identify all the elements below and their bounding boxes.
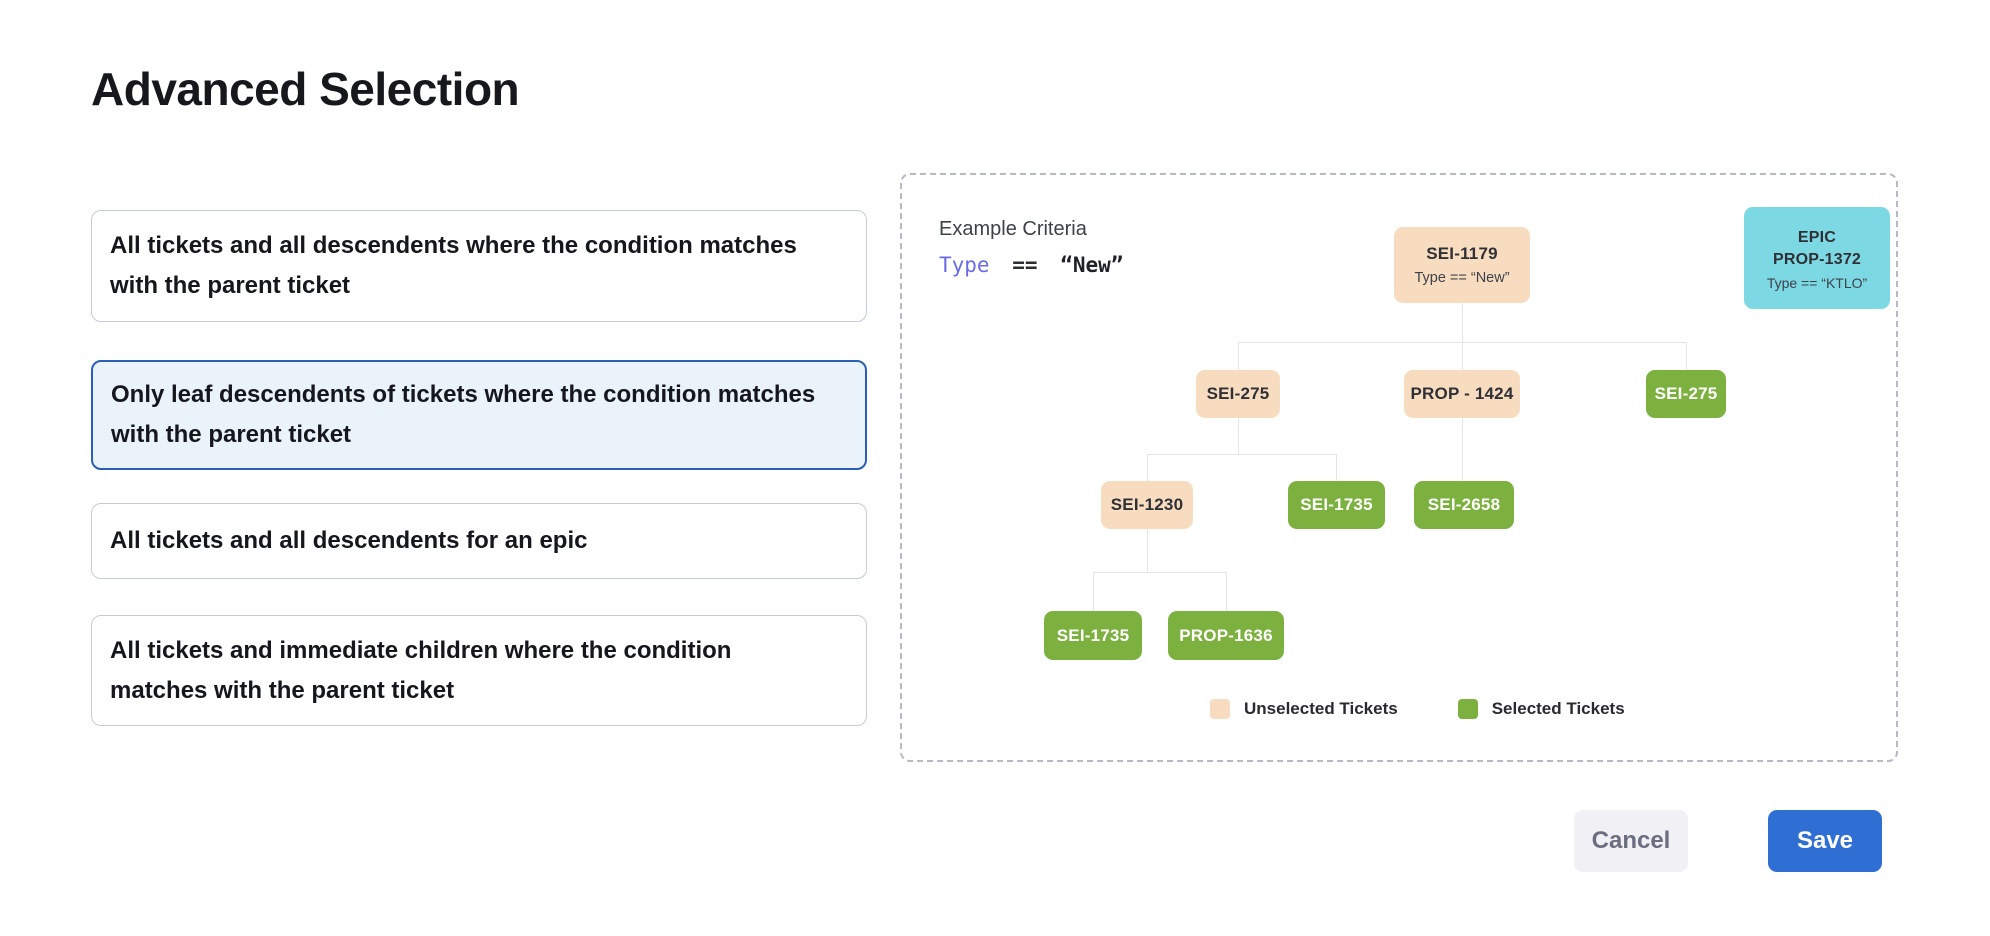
cancel-button[interactable]: Cancel [1574, 810, 1688, 872]
ticket-condition: Type == “New” [1414, 270, 1510, 286]
ticket-node-selected: SEI-1735 [1288, 481, 1385, 529]
option-label: All tickets and all descendents where th… [110, 232, 797, 299]
epic-ticket-id: PROP-1372 [1772, 251, 1862, 268]
connector-line [1462, 342, 1463, 370]
connector-line [1238, 342, 1239, 370]
connector-line [1462, 303, 1463, 343]
connector-line [1238, 418, 1239, 454]
ticket-node-root: SEI-1179 Type == “New” [1394, 227, 1530, 303]
legend-item-selected: Selected Tickets [1457, 699, 1625, 719]
connector-line [1093, 572, 1226, 573]
selected-swatch-icon [1457, 699, 1478, 719]
ticket-id: SEI-1179 [1426, 244, 1498, 263]
connector-line [1147, 454, 1336, 455]
connector-line [1093, 572, 1094, 611]
option-label: Only leaf descendents of tickets where t… [111, 381, 816, 448]
epic-card: EPIC PROP-1372 Type == “KTLO” [1744, 207, 1890, 309]
ticket-id: SEI-275 [1206, 384, 1270, 403]
connector-line [1147, 454, 1148, 481]
unselected-swatch-icon [1210, 699, 1230, 719]
epic-condition: Type == “KTLO” [1766, 275, 1868, 291]
ticket-node-unselected: SEI-1230 [1101, 481, 1193, 529]
save-button[interactable]: Save [1768, 810, 1882, 872]
ticket-id: SEI-1230 [1110, 495, 1184, 514]
ticket-node-selected: PROP-1636 [1168, 611, 1284, 660]
page-title: Advanced Selection [91, 63, 520, 115]
legend: Unselected Tickets Selected Tickets [1210, 699, 1625, 719]
ticket-id: SEI-275 [1654, 384, 1718, 403]
option-card-epic-descendents[interactable]: All tickets and all descendents for an e… [91, 503, 867, 579]
option-card-immediate-children[interactable]: All tickets and immediate children where… [91, 615, 867, 726]
ticket-id: PROP - 1424 [1410, 384, 1514, 403]
option-card-all-descendents[interactable]: All tickets and all descendents where th… [91, 210, 867, 322]
connector-line [1336, 454, 1337, 481]
criteria-field: Type [939, 253, 990, 277]
example-diagram-panel: Example Criteria Type == “New” SEI-1179 … [900, 173, 1898, 762]
ticket-node-selected: SEI-2658 [1414, 481, 1514, 529]
ticket-node-unselected: SEI-275 [1196, 370, 1280, 418]
option-label: All tickets and all descendents for an e… [110, 527, 588, 554]
epic-label: EPIC [1797, 229, 1837, 246]
criteria-value: “New” [1060, 253, 1124, 277]
example-criteria-title: Example Criteria [939, 218, 1087, 240]
criteria-operator: == [1012, 253, 1038, 277]
example-criteria-expression: Type == “New” [939, 253, 1123, 277]
legend-label: Selected Tickets [1491, 699, 1625, 718]
connector-line [1226, 572, 1227, 611]
ticket-node-unselected: PROP - 1424 [1404, 370, 1520, 418]
connector-line [1686, 342, 1687, 370]
ticket-id: SEI-2658 [1427, 495, 1501, 514]
ticket-node-selected: SEI-275 [1646, 370, 1726, 418]
ticket-id: PROP-1636 [1179, 625, 1273, 645]
ticket-id: SEI-1735 [1056, 625, 1130, 645]
connector-line [1462, 418, 1463, 481]
option-label: All tickets and immediate children where… [110, 636, 732, 704]
legend-label: Unselected Tickets [1244, 699, 1398, 718]
legend-item-unselected: Unselected Tickets [1210, 699, 1398, 719]
option-card-leaf-descendents-selected[interactable]: Only leaf descendents of tickets where t… [91, 360, 867, 470]
ticket-id: SEI-1735 [1300, 495, 1373, 514]
ticket-node-selected: SEI-1735 [1044, 611, 1142, 660]
connector-line [1147, 529, 1148, 572]
